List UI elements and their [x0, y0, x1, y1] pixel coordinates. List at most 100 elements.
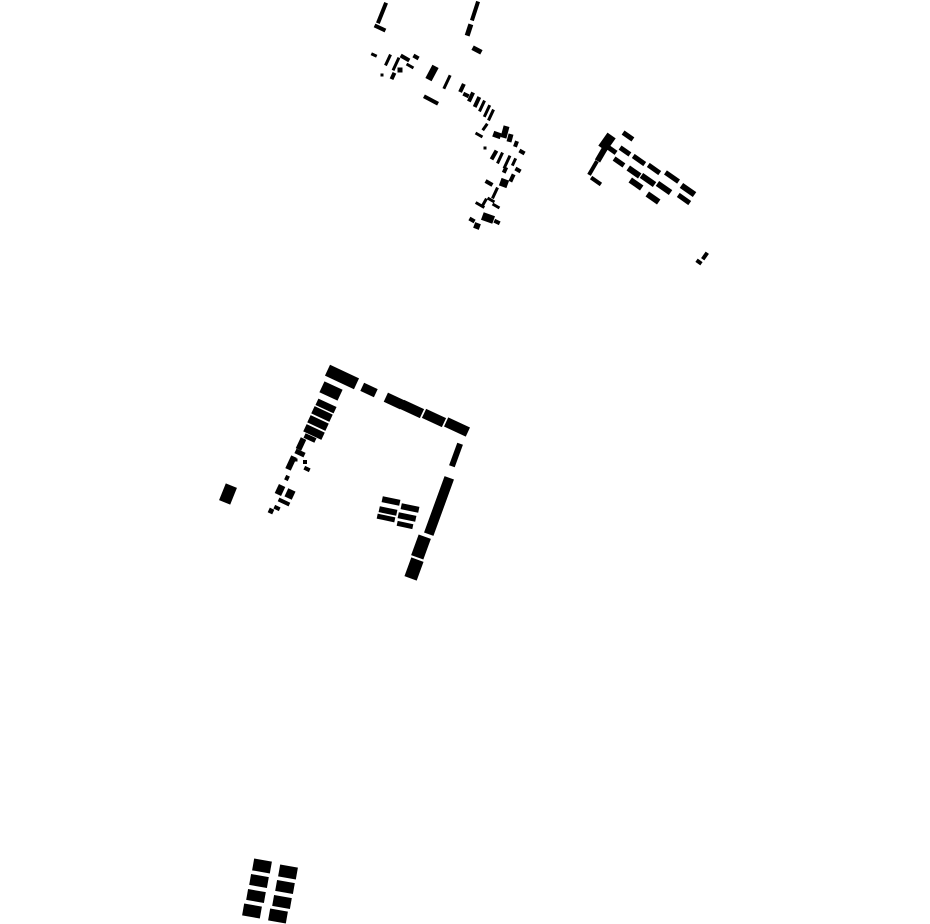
building-footprint [284, 488, 296, 500]
building-footprint [396, 520, 414, 530]
building-footprint [249, 874, 269, 888]
building-footprint [481, 122, 489, 132]
building-footprint [501, 166, 509, 174]
building-footprint [295, 437, 307, 451]
building-footprint [252, 858, 272, 874]
building-footprint [285, 455, 297, 471]
building-footprint [518, 148, 526, 156]
building-footprint [422, 94, 440, 106]
building-footprint [502, 155, 512, 169]
building-footprint [458, 83, 466, 93]
building-footprint [655, 180, 673, 196]
building-footprint [467, 91, 475, 103]
building-footprint [491, 186, 499, 200]
building-footprint [478, 99, 486, 113]
building-footprint [482, 104, 492, 118]
building-footprint [384, 53, 392, 67]
east-building-cluster [587, 130, 709, 266]
building-footprint [506, 133, 514, 143]
building-footprint [303, 424, 325, 440]
building-footprint [303, 465, 311, 473]
building-footprint [404, 557, 424, 581]
building-footprint [284, 474, 290, 482]
building-footprint [676, 192, 692, 206]
building-footprint [267, 507, 275, 515]
building-footprint [425, 64, 439, 82]
building-footprint [468, 216, 476, 224]
building-footprint [472, 96, 482, 108]
building-footprint [391, 57, 401, 71]
south-building-cluster [242, 858, 298, 924]
building-footprint [442, 74, 452, 90]
building-footprint [424, 476, 454, 536]
building-footprint [303, 460, 307, 464]
building-footprint [631, 153, 647, 167]
building-footprint [294, 448, 306, 458]
building-footprint [473, 222, 481, 230]
building-footprint [381, 496, 401, 506]
building-footprint [370, 52, 378, 58]
building-footprint [444, 417, 470, 437]
building-footprint [380, 73, 384, 77]
building-footprint [639, 172, 657, 188]
building-footprint [594, 147, 608, 163]
building-footprint [626, 165, 642, 179]
building-footprint [664, 170, 680, 184]
building-footprint [500, 125, 510, 139]
building-footprint [618, 145, 632, 157]
building-footprint [513, 140, 519, 148]
building-footprint [399, 399, 425, 419]
building-footprint [277, 497, 291, 507]
building-footprint [294, 458, 298, 462]
building-footprint [474, 201, 486, 209]
building-footprint [701, 251, 709, 261]
building-footprint [324, 364, 360, 390]
building-footprint [421, 408, 447, 428]
building-footprint [598, 132, 616, 152]
building-footprint [484, 179, 494, 187]
building-footprint [376, 2, 388, 24]
building-footprint [508, 173, 516, 183]
building-footprint [645, 191, 661, 205]
building-footprint [498, 177, 510, 189]
building-footprint [376, 513, 396, 523]
building-footprint [360, 382, 378, 398]
building-footprint [378, 506, 398, 516]
building-footprint [389, 71, 397, 81]
building-footprint [491, 202, 501, 210]
building-footprint [397, 67, 403, 73]
building-footprint [272, 895, 292, 909]
building-footprint [273, 504, 281, 512]
building-footprint [483, 146, 487, 150]
building-footprint [492, 130, 502, 140]
building-footprint [383, 392, 405, 410]
building-footprint [397, 512, 417, 522]
building-footprint [487, 108, 495, 122]
building-footprint [489, 149, 499, 161]
building-footprint [496, 151, 504, 165]
north-building-cluster [370, 0, 526, 230]
building-footprint [278, 864, 298, 880]
building-footprint [695, 258, 703, 266]
building-footprint [474, 131, 484, 139]
building-footprint [219, 483, 237, 505]
building-footprint [621, 130, 635, 142]
building-footprint [268, 908, 288, 924]
building-footprint [307, 415, 329, 431]
building-footprint [315, 398, 337, 414]
building-footprint [319, 381, 343, 401]
building-footprint [246, 889, 266, 903]
building-footprint [606, 145, 618, 155]
building-footprint [589, 175, 603, 187]
building-footprint [514, 166, 522, 174]
building-footprint [480, 212, 496, 224]
building-footprint [462, 91, 470, 99]
building-footprint [612, 156, 626, 168]
building-footprint [274, 483, 286, 497]
building-footprint [470, 0, 480, 22]
building-footprint [242, 903, 262, 919]
building-footprint [311, 406, 333, 422]
building-footprint [679, 182, 697, 198]
building-footprint [400, 503, 420, 513]
